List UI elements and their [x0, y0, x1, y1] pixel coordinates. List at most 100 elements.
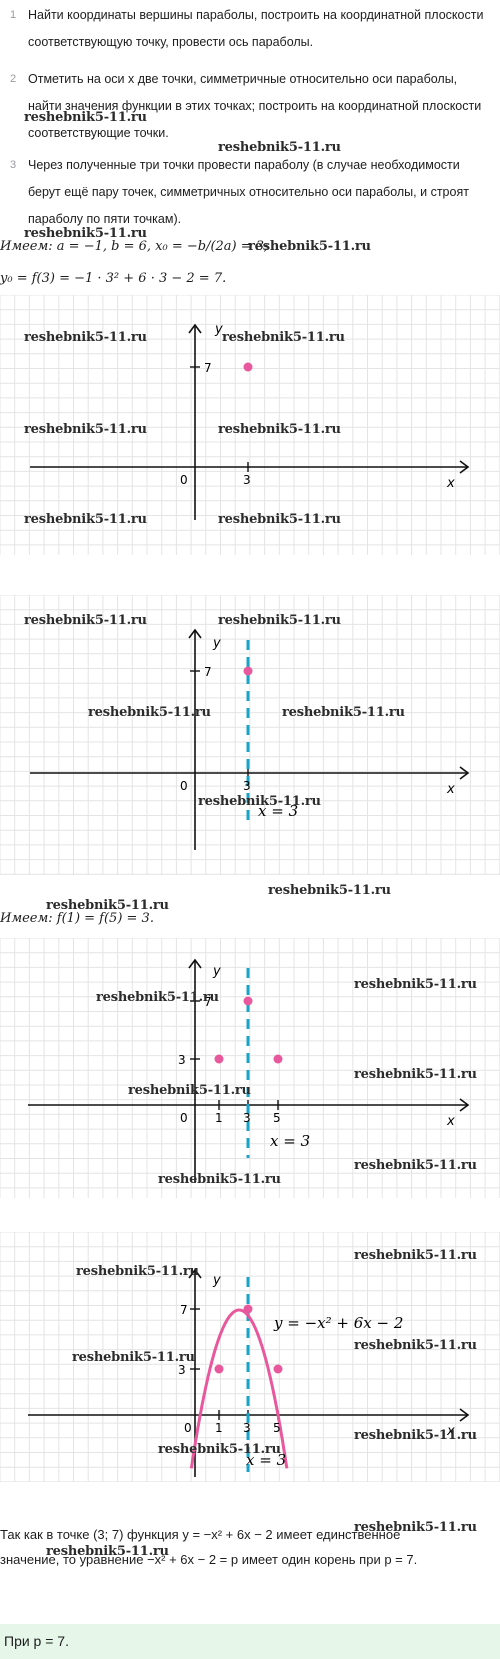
axis-equation: x = 3 — [270, 1132, 310, 1150]
y-axis-label: y — [212, 964, 221, 979]
answer-text: При p = 7. — [4, 1633, 69, 1649]
y-axis-label: y — [212, 1273, 221, 1288]
tick-label-y-3: 3 — [178, 1363, 186, 1377]
origin-label: 0 — [184, 1421, 192, 1435]
answer-box: При p = 7. — [0, 1624, 500, 1659]
vertex-point — [243, 996, 253, 1006]
y-axis-arrow — [188, 628, 202, 639]
watermark: reshebnik5-11.ru — [354, 1338, 477, 1353]
watermark: reshebnik5-11.ru — [76, 1264, 199, 1279]
watermark: reshebnik5-11.ru — [354, 1520, 477, 1535]
watermark: reshebnik5-11.ru — [24, 613, 147, 628]
origin-label: 0 — [180, 779, 188, 793]
watermark: reshebnik5-11.ru — [354, 1248, 477, 1263]
watermark: reshebnik5-11.ru — [198, 794, 321, 809]
calc-line-1: Имеем: a = −1, b = 6, x₀ = −b/(2a) = 3; — [0, 239, 269, 254]
y-axis-arrow — [188, 323, 202, 334]
watermark: reshebnik5-11.ru — [158, 1442, 281, 1457]
y-axis-arrow — [188, 958, 202, 969]
calc-line-2: y₀ = f(3) = −1 · 3² + 6 · 3 − 2 = 7. — [0, 271, 227, 286]
point-x5 — [273, 1054, 283, 1064]
tick-label-y-3: 3 — [178, 1053, 186, 1067]
grid — [0, 938, 500, 1198]
step-text: Отметить на оси x две точки, симметричны… — [28, 72, 482, 140]
tick-label-x-3: 3 — [243, 473, 251, 487]
axes — [30, 323, 470, 520]
x-axis-label: x — [446, 1424, 455, 1439]
parabola-curve — [189, 1308, 289, 1469]
watermark: reshebnik5-11.ru — [218, 613, 341, 628]
vertex-point — [243, 1304, 253, 1314]
grid — [0, 295, 500, 555]
watermark: reshebnik5-11.ru — [24, 422, 147, 437]
point-x1 — [214, 1364, 224, 1374]
calc-line-3: Имеем: f(1) = f(5) = 3. — [0, 911, 154, 926]
watermark: reshebnik5-11.ru — [72, 1350, 195, 1365]
watermark: reshebnik5-11.ru — [268, 883, 391, 898]
watermark: reshebnik5-11.ru — [218, 512, 341, 527]
watermark: reshebnik5-11.ru — [46, 898, 169, 913]
tick-label-x-3: 3 — [243, 779, 251, 793]
watermark: reshebnik5-11.ru — [248, 239, 371, 254]
conclusion-line-1: Так как в точке (3; 7) функция y = −x² +… — [0, 1527, 401, 1542]
x-axis-label: x — [446, 476, 455, 491]
tick-label-x-3: 3 — [243, 1421, 251, 1435]
x-axis-label: x — [446, 782, 455, 797]
vertex-point — [243, 362, 253, 372]
parabola-equation: y = −x² + 6x − 2 — [273, 1314, 403, 1332]
tick-label-x-1: 1 — [215, 1421, 223, 1435]
watermark: reshebnik5-11.ru — [158, 1172, 281, 1187]
y-axis-label: y — [212, 636, 221, 651]
step-number: 3 — [10, 159, 17, 171]
x-axis-arrow — [459, 460, 470, 474]
y-axis-arrow — [188, 1268, 202, 1279]
watermark: reshebnik5-11.ru — [46, 1544, 169, 1559]
graph-symmetric-points: y x 0 1 3 5 7 3 x = 3 — [0, 938, 500, 1198]
tick-label-y-7: 7 — [180, 1303, 188, 1317]
x-axis-label: x — [446, 1114, 455, 1129]
grid — [0, 595, 500, 875]
x-axis-arrow — [459, 1408, 470, 1422]
watermark: reshebnik5-11.ru — [282, 705, 405, 720]
origin-label: 0 — [180, 1111, 188, 1125]
x-axis-arrow — [459, 1098, 470, 1112]
vertex-point — [243, 666, 253, 676]
watermark: reshebnik5-11.ru — [218, 422, 341, 437]
watermark: reshebnik5-11.ru — [354, 977, 477, 992]
step-text: Найти координаты вершины параболы, постр… — [28, 8, 484, 49]
tick-label-x-1: 1 — [215, 1111, 223, 1125]
origin-label: 0 — [180, 473, 188, 487]
watermark: reshebnik5-11.ru — [96, 990, 219, 1005]
watermark: reshebnik5-11.ru — [24, 110, 147, 125]
step-text: Через полученные три точки провести пара… — [28, 158, 469, 226]
axes — [30, 628, 470, 850]
tick-label-y-7: 7 — [204, 995, 212, 1009]
point-x5 — [273, 1364, 283, 1374]
tick-label-x-3: 3 — [243, 1111, 251, 1125]
y-axis-label: y — [214, 322, 223, 337]
tick-label-y-7: 7 — [204, 665, 212, 679]
graph-axis-of-symmetry: y x 0 3 7 x = 3 — [0, 595, 500, 875]
graph-vertex: y x 0 3 7 — [0, 295, 500, 555]
tick-label-y-7: 7 — [204, 361, 212, 375]
watermark: reshebnik5-11.ru — [218, 140, 341, 155]
tick-label-x-5: 5 — [273, 1111, 281, 1125]
watermark: reshebnik5-11.ru — [354, 1428, 477, 1443]
graph-parabola: y x 0 1 3 5 7 3 y = −x² + 6x − 2 x = 3 — [0, 1232, 500, 1482]
watermark: reshebnik5-11.ru — [222, 330, 345, 345]
point-x1 — [214, 1054, 224, 1064]
watermark: reshebnik5-11.ru — [24, 226, 147, 241]
x-axis-arrow — [459, 766, 470, 780]
watermark: reshebnik5-11.ru — [24, 512, 147, 527]
watermark: reshebnik5-11.ru — [88, 705, 211, 720]
axis-equation: x = 3 — [246, 1451, 286, 1469]
watermark: reshebnik5-11.ru — [24, 330, 147, 345]
watermark: reshebnik5-11.ru — [354, 1067, 477, 1082]
axis-equation: x = 3 — [258, 802, 298, 820]
conclusion-line-2: значение, то уравнение −x² + 6x − 2 = p … — [0, 1552, 418, 1567]
watermark: reshebnik5-11.ru — [128, 1083, 251, 1098]
tick-label-x-5: 5 — [273, 1421, 281, 1435]
step-number: 2 — [10, 73, 17, 85]
watermark: reshebnik5-11.ru — [354, 1158, 477, 1173]
step-number: 1 — [10, 9, 17, 21]
